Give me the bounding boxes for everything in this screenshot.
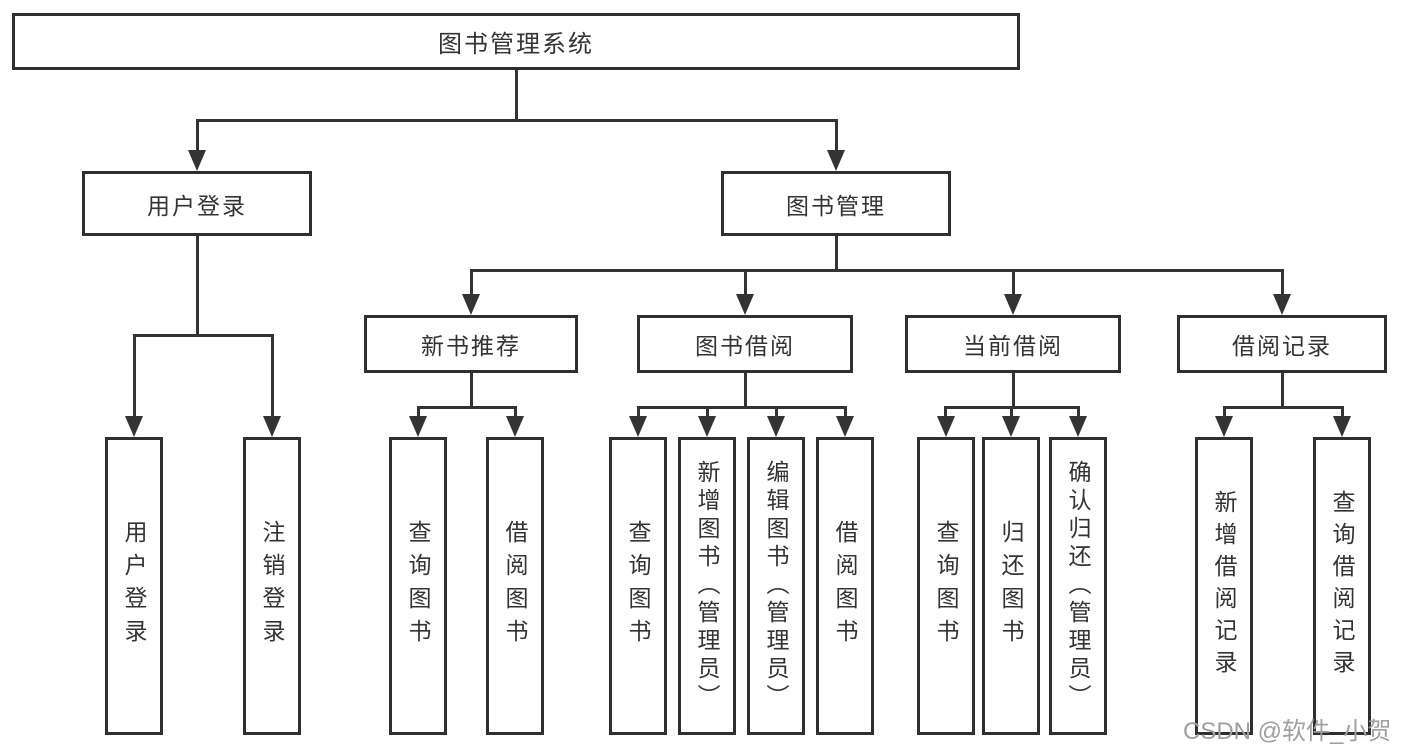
arrow-down-icon [827,150,845,171]
connector-stem-leaf [133,334,136,416]
node-current-borrow: 当前借阅 [905,315,1121,373]
connector-stem-book-management [835,119,838,152]
connector-stem-leaf [1341,406,1344,418]
arrow-down-icon [188,150,206,171]
arrow-down-icon [736,294,754,315]
connector-stem-level3 [470,269,473,295]
connector-recommend-down [470,373,473,408]
connector-records-down [1281,373,1284,408]
leaf-borrow-books-recommend: 借阅图书 [486,437,544,735]
leaf-edit-books-admin: 编辑图书（管理员） [747,437,805,735]
connector-branch-records [1223,406,1344,409]
node-new-book-recommend: 新书推荐 [364,315,578,373]
arrow-down-icon [767,416,785,437]
connector-stem-leaf [775,406,778,418]
connector-branch-level2 [196,119,838,122]
arrow-down-icon [1069,416,1087,437]
node-book-management: 图书管理 [721,171,951,236]
leaf-return-books: 归还图书 [982,437,1040,735]
arrow-down-icon [836,416,854,437]
watermark: CSDN @软件_小贺同学 [1183,718,1392,745]
connector-branch-recommend [417,406,517,409]
connector-borrow-down [744,373,747,408]
arrow-down-icon [698,416,716,437]
connector-root-stem [515,70,518,120]
connector-stem-leaf [271,334,274,416]
connector-current-down [1012,373,1015,408]
node-borrow-records: 借阅记录 [1177,315,1387,373]
arrow-down-icon [937,416,955,437]
leaf-query-borrow-record: 查询借阅记录 [1313,437,1371,735]
arrow-down-icon [409,416,427,437]
arrow-down-icon [263,416,281,437]
arrow-down-icon [1273,294,1291,315]
arrow-down-icon [1002,416,1020,437]
connector-stem-leaf [514,406,517,418]
arrow-down-icon [629,416,647,437]
connector-stem-leaf [417,406,420,418]
leaf-add-books-admin: 新增图书（管理员） [678,437,736,735]
connector-stem-leaf [706,406,709,418]
leaf-add-borrow-record: 新增借阅记录 [1195,437,1253,735]
arrow-down-icon [1004,294,1022,315]
arrow-down-icon [1333,416,1351,437]
leaf-borrow-books: 借阅图书 [816,437,874,735]
leaf-query-books-recommend: 查询图书 [389,437,447,735]
arrow-down-icon [1215,416,1233,437]
connector-stem-leaf [844,406,847,418]
connector-stem-user-login [196,119,199,152]
leaf-logout: 注销登录 [243,437,301,735]
connector-stem-level3 [744,269,747,295]
arrow-down-icon [462,294,480,315]
leaf-query-books-current: 查询图书 [917,437,975,735]
leaf-query-books-borrow: 查询图书 [609,437,667,735]
connector-book-management-down [835,236,838,271]
connector-stem-leaf [1010,406,1013,418]
connector-stem-level3 [1012,269,1015,295]
node-user-login: 用户登录 [82,171,312,236]
node-library-system: 图书管理系统 [12,13,1020,70]
connector-user-login-down [196,236,199,336]
connector-stem-leaf [1223,406,1226,418]
connector-branch-level3 [470,269,1283,272]
arrow-down-icon [125,416,143,437]
node-book-borrow: 图书借阅 [637,315,853,373]
arrow-down-icon [506,416,524,437]
connector-stem-leaf [944,406,947,418]
connector-branch-login [133,334,274,337]
connector-stem-leaf [1077,406,1080,418]
leaf-user-login: 用户登录 [105,437,163,735]
connector-stem-level3 [1281,269,1284,295]
connector-stem-leaf [637,406,640,418]
connector-branch-borrow [637,406,847,409]
leaf-confirm-return-admin: 确认归还（管理员） [1049,437,1107,735]
